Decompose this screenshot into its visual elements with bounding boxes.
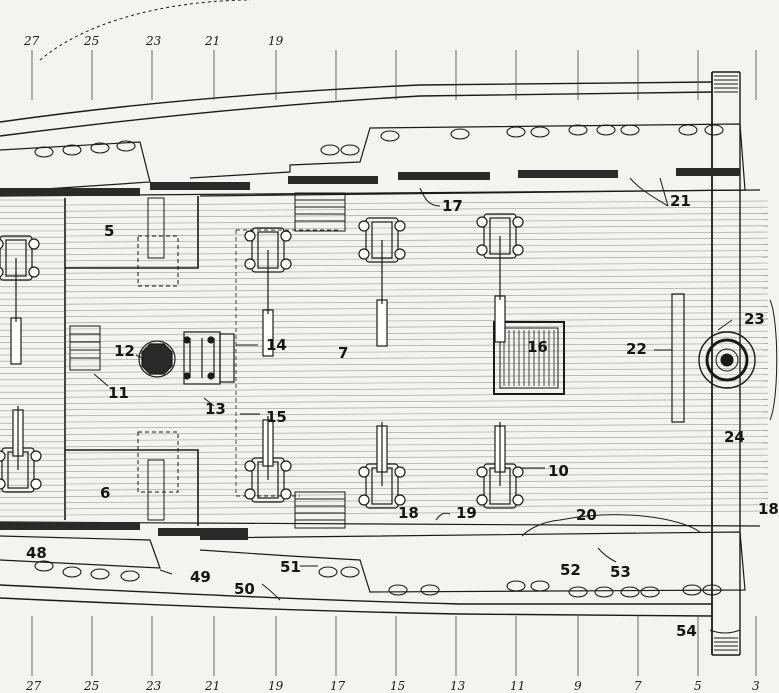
bottom-station-17: 17 — [330, 679, 346, 693]
callout-11: 11 — [108, 384, 129, 402]
top-station-27: 27 — [24, 34, 40, 48]
callout-49: 49 — [190, 568, 211, 586]
ladders — [69, 192, 346, 529]
hatch — [493, 321, 565, 395]
callout-17: 17 — [442, 197, 463, 215]
bottom-station-25: 25 — [84, 679, 100, 693]
callout-18-center: 18 — [398, 504, 419, 522]
rail-bands — [0, 168, 740, 540]
callout-5: 5 — [104, 222, 115, 240]
bottom-station-11: 11 — [510, 679, 526, 693]
top-station-21: 21 — [205, 34, 221, 48]
callout-18-aft: 18 — [758, 500, 779, 518]
bottom-station-27: 27 — [26, 679, 42, 693]
bottom-station-15: 15 — [390, 679, 406, 693]
callout-14: 14 — [266, 336, 287, 354]
bottom-station-9: 9 — [574, 679, 582, 693]
callout-13: 13 — [205, 400, 226, 418]
upper-bulwark — [0, 123, 761, 197]
callout-53: 53 — [610, 563, 631, 581]
callout-48: 48 — [26, 544, 47, 562]
callout-23: 23 — [744, 310, 765, 328]
dashed-outline — [235, 229, 340, 497]
callout-7: 7 — [338, 344, 349, 362]
leader-lines — [93, 177, 741, 634]
bottom-station-5: 5 — [694, 679, 702, 693]
deck-planking — [0, 199, 769, 523]
bottom-station-19: 19 — [268, 679, 284, 693]
carronades — [0, 213, 524, 509]
lower-bulwark — [0, 521, 761, 593]
callout-12: 12 — [114, 342, 135, 360]
stern-cap — [714, 75, 738, 651]
capstan — [138, 340, 176, 378]
compartments — [64, 196, 199, 526]
callout-6: 6 — [100, 484, 111, 502]
station-ticks — [31, 50, 757, 676]
bottom-station-3: 3 — [752, 679, 760, 693]
aft-deck-fittings — [671, 293, 778, 423]
callout-20: 20 — [576, 506, 597, 524]
bottom-station-21: 21 — [205, 679, 221, 693]
callout-21: 21 — [670, 192, 691, 210]
callout-52: 52 — [560, 561, 581, 579]
callout-50: 50 — [234, 580, 255, 598]
top-station-19: 19 — [268, 34, 284, 48]
callout-22: 22 — [626, 340, 647, 358]
bitts — [183, 331, 235, 385]
belaying-blocks — [34, 124, 724, 598]
callout-54: 54 — [676, 622, 697, 640]
top-station-25: 25 — [84, 34, 100, 48]
callout-19: 19 — [456, 504, 477, 522]
callout-15: 15 — [266, 408, 287, 426]
callout-24: 24 — [724, 428, 745, 446]
callout-16: 16 — [527, 338, 548, 356]
top-station-23: 23 — [146, 34, 162, 48]
callout-10: 10 — [548, 462, 569, 480]
bottom-station-13: 13 — [450, 679, 466, 693]
callout-51: 51 — [280, 558, 301, 576]
bottom-station-7: 7 — [634, 679, 642, 693]
bottom-station-23: 23 — [146, 679, 162, 693]
